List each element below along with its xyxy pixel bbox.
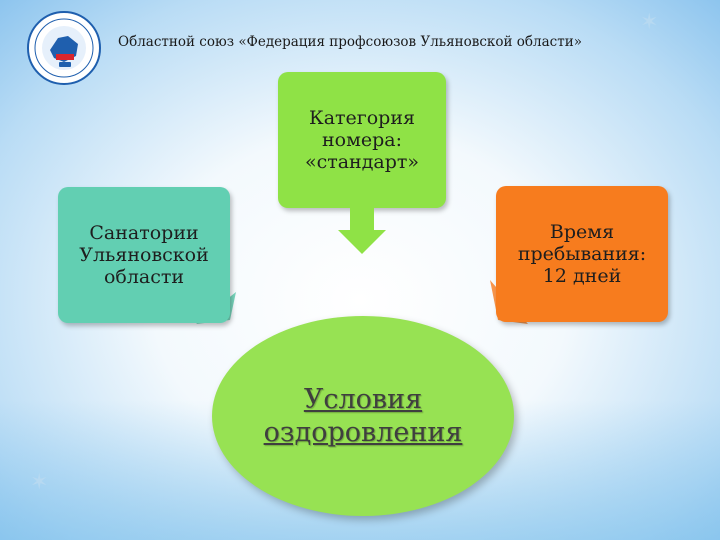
conditions-text: Условия оздоровления	[263, 384, 463, 448]
sparkle-decoration: ✶	[30, 470, 49, 495]
category-text: Категория номера: «стандарт»	[304, 107, 420, 173]
category-box: Категория номера: «стандарт»	[278, 72, 446, 208]
federation-logo	[27, 11, 101, 85]
sanatoriums-box: Санатории Ульяновской области	[58, 187, 230, 323]
stay-duration-box: Время пребывания: 12 дней	[496, 186, 668, 322]
sparkle-decoration: ✶	[640, 10, 659, 35]
sanatoriums-text: Санатории Ульяновской области	[79, 222, 209, 288]
down-arrow-icon	[338, 208, 386, 254]
organization-title: Областной союз «Федерация профсоюзов Уль…	[118, 34, 582, 50]
conditions-ellipse: Условия оздоровления	[212, 316, 514, 516]
stay-duration-text: Время пребывания: 12 дней	[517, 221, 647, 287]
